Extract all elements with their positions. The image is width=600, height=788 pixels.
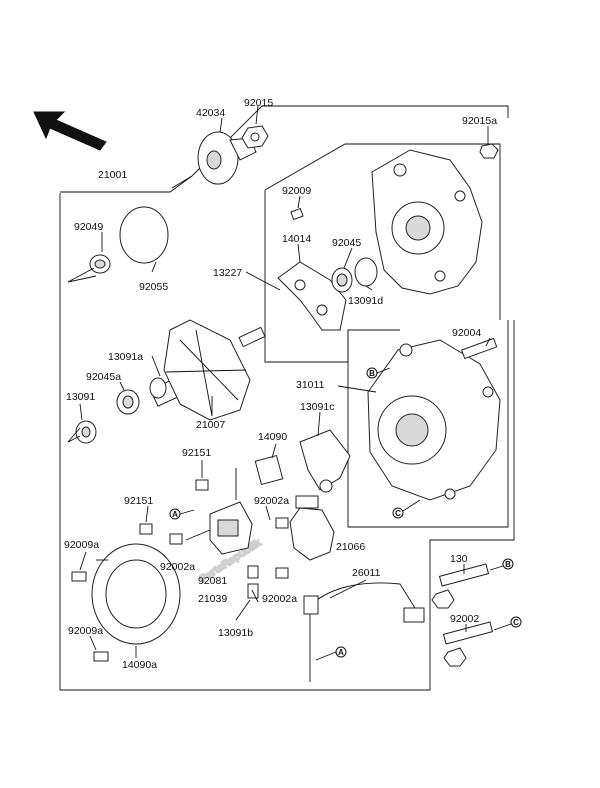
bolt-130 [431,563,490,609]
label-13227: 13227 [213,267,242,279]
label-92009a-lower: 92009a [68,625,103,637]
screw-92009 [290,207,304,221]
label-13091a: 13091a [108,351,143,363]
screw-92151-lower [139,523,153,535]
label-14090a: 14090a [122,659,157,671]
spring-92081 [247,565,259,579]
label-92151-upper: 92151 [182,447,211,459]
screw-92009a-lower [93,651,109,662]
label-21001: 21001 [98,169,127,181]
label-92002: 92002 [450,613,479,625]
wire-harness-26011 [303,582,425,682]
label-92049: 92049 [74,221,103,233]
nut-92015a [479,143,499,159]
screw-92009a-upper [71,571,87,582]
label-92081: 92081 [198,575,227,587]
leader-lines [67,105,491,658]
label-92151-lower: 92151 [124,495,153,507]
collar-13091c [299,429,351,493]
label-92009: 92009 [282,185,311,197]
bearing-92045 [331,267,353,293]
seal-92049 [89,254,111,274]
rotor-21007 [149,319,266,421]
label-14014: 14014 [282,233,311,245]
label-13091c: 13091c [300,401,334,413]
pulley-42034 [197,131,257,185]
housing-31011 [367,339,501,501]
screw-92151-upper [195,479,209,491]
label-13091b: 13091b [218,627,253,639]
svg-text:A: A [338,648,344,657]
label-13091: 13091 [66,391,95,403]
screw-92002a-1 [169,533,183,545]
label-14090: 14090 [258,431,287,443]
bearing-92045a [116,389,140,415]
direction-arrow-icon [33,111,107,151]
label-92002a-3: 92002a [262,593,297,605]
ref-marker-c-1: C [392,499,421,519]
svg-text:B: B [369,369,375,378]
plate-14014 [277,261,347,331]
label-21039: 21039 [198,593,227,605]
label-31011: 31011 [296,379,325,391]
label-92009a-upper: 92009a [64,539,99,551]
label-92015: 92015 [244,97,273,109]
part-labels: 42034 92015 92015a 21001 92009 92049 140… [64,97,497,671]
cover-14090 [254,454,284,486]
ring-13091 [75,420,97,444]
ref-marker-a-2: A [315,646,347,661]
stud-bolt-92004 [461,337,498,360]
spacer-13091a [149,377,167,399]
svg-text:A: A [172,510,178,519]
label-92002a-1: 92002a [254,495,289,507]
svg-text:B: B [505,560,511,569]
screw-92002a-3 [275,567,289,579]
label-130: 130 [450,553,468,565]
label-92055: 92055 [139,281,168,293]
label-92045: 92045 [332,237,361,249]
regulator-block [209,501,253,555]
label-92002a-2: 92002a [160,561,195,573]
ring-13091d [354,257,378,287]
label-21066: 21066 [336,541,365,553]
label-21007: 21007 [196,419,225,431]
nut-92015 [241,125,269,149]
label-13091d: 13091d [348,295,383,307]
ref-marker-b-1: B [366,367,391,379]
label-92015a: 92015a [462,115,497,127]
label-92004: 92004 [452,327,481,339]
screw-92002a-2 [275,517,289,529]
ref-marker-b-2: B [489,558,514,571]
ref-marker-c-2: C [493,616,522,631]
bolt-92002 [442,621,494,667]
label-26011: 26011 [352,567,381,579]
label-92045a: 92045a [86,371,121,383]
svg-text:C: C [513,618,519,627]
brush-holder-21066 [289,495,335,561]
rear-cover [371,149,483,295]
label-42034: 42034 [196,107,225,119]
svg-text:C: C [395,509,401,518]
cover-plate-14090a [91,543,181,645]
ref-marker-a-1: A [169,508,195,520]
o-ring-92055 [119,206,169,264]
frame-lines [59,105,515,691]
